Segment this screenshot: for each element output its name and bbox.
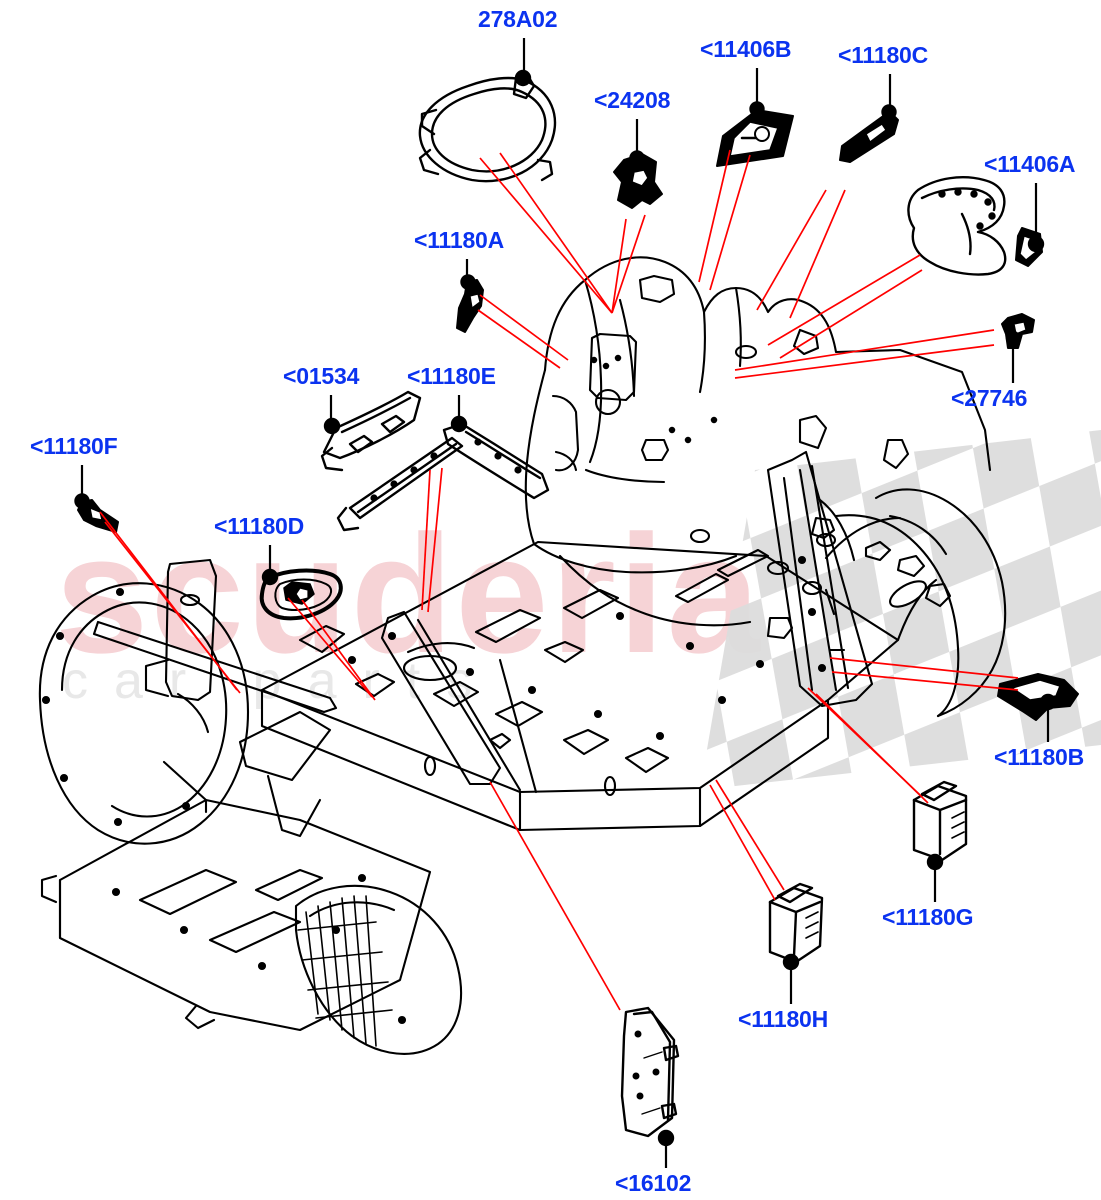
leader-line	[611, 218, 627, 314]
leader-line	[715, 779, 785, 891]
label-stems	[80, 38, 1050, 1168]
watermark-scuderia: scuderia	[55, 500, 763, 688]
leader-line	[301, 599, 376, 701]
leader-line	[815, 693, 929, 804]
part-label-p11180A[interactable]: <11180A	[414, 227, 505, 253]
leader-line	[779, 269, 923, 359]
part-label-p11406A[interactable]: <11406A	[984, 151, 1076, 177]
part-label-p11180B[interactable]: <11180B	[994, 744, 1085, 770]
leader-line	[427, 467, 443, 613]
watermark-car-parts: car parts	[62, 652, 499, 710]
leader-line	[421, 469, 431, 611]
leader-line	[734, 329, 995, 371]
leader-line	[104, 521, 241, 694]
part-label-p11180F[interactable]: <11180F	[30, 433, 118, 459]
leader-line	[709, 784, 776, 901]
leader-line	[734, 344, 995, 379]
part-label-p11180C[interactable]: <11180C	[838, 42, 929, 68]
leader-line	[756, 189, 827, 311]
part-label-p11406B[interactable]: <11406B	[700, 36, 792, 62]
part-label-p24208[interactable]: <24208	[594, 87, 671, 113]
body-assembly-artwork	[38, 256, 1007, 1055]
leader-lines	[99, 149, 1019, 1011]
leader-line	[829, 657, 1019, 679]
leader-line	[499, 152, 613, 314]
part-label-p278A02[interactable]: 278A02	[478, 6, 558, 32]
leader-line	[698, 149, 731, 283]
leader-line	[489, 781, 621, 1011]
part-label-p11180G[interactable]: <11180G	[882, 904, 974, 930]
leader-line	[287, 597, 373, 698]
part-label-p27746[interactable]: <27746	[951, 385, 1028, 411]
part-label-p11180H[interactable]: <11180H	[738, 1006, 829, 1032]
leader-line	[479, 294, 569, 361]
leader-line	[831, 671, 1019, 691]
leader-line	[789, 189, 846, 319]
part-label-p16102[interactable]: <16102	[615, 1170, 692, 1196]
leader-line	[479, 157, 613, 314]
leader-line	[709, 154, 751, 291]
leader-line	[611, 214, 646, 314]
part-label-p11180E[interactable]: <11180E	[407, 363, 496, 389]
part-label-p11180D[interactable]: <11180D	[214, 513, 305, 539]
leader-line	[477, 309, 561, 369]
leader-line	[767, 254, 921, 346]
part-label-p01534[interactable]: <01534	[283, 363, 360, 389]
